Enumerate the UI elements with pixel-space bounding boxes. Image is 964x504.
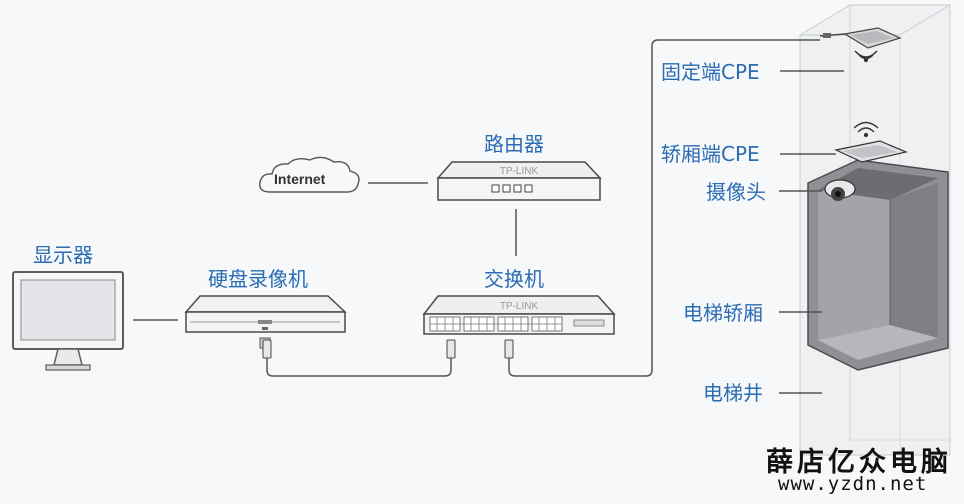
fixed-cpe-label: 固定端CPE — [661, 60, 760, 84]
monitor-label: 显示器 — [33, 243, 93, 267]
watermark-title: 薛店亿众电脑 — [766, 447, 952, 478]
nvr-label: 硬盘录像机 — [208, 267, 308, 291]
car-cpe-label: 轿厢端CPE — [661, 142, 760, 166]
switch-device — [422, 295, 616, 335]
monitor-icon — [12, 271, 124, 371]
connector-plug — [262, 339, 514, 359]
elevator-car-label: 电梯轿厢 — [683, 301, 763, 325]
wifi-icon — [854, 50, 878, 63]
nvr-device — [184, 295, 347, 349]
wifi-icon — [853, 121, 879, 138]
switch-label: 交换机 — [484, 267, 544, 291]
camera-icon — [824, 179, 856, 201]
cloud-icon — [259, 156, 360, 193]
cable-lines — [133, 39, 844, 394]
car-cpe-device — [834, 140, 908, 163]
fixed-cpe-device — [819, 27, 902, 49]
router-brand-label: TP-LINK — [500, 166, 539, 177]
watermark-url: www.yzdn.net — [778, 473, 928, 495]
router-device — [436, 161, 602, 201]
elevator-shaft-label: 电梯井 — [703, 381, 763, 405]
switch-brand-label: TP-LINK — [500, 301, 539, 312]
camera-label: 摄像头 — [706, 180, 766, 204]
elevator-car — [807, 159, 949, 371]
internet-label: Internet — [274, 171, 326, 187]
router-label: 路由器 — [484, 132, 544, 156]
